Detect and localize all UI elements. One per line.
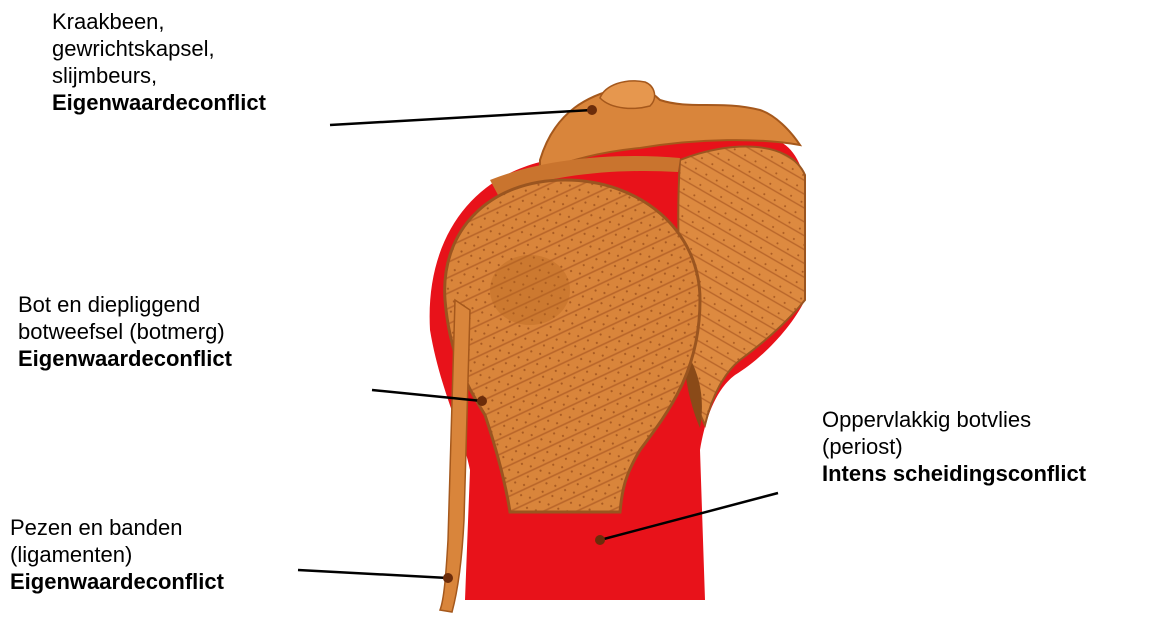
marker-dot-tendons (443, 573, 453, 583)
label-periosteum-line1: Oppervlakkig botvlies (822, 406, 1086, 433)
label-bone: Bot en diepliggend botweefsel (botmerg) … (18, 291, 232, 372)
label-bone-conflict: Eigenwaardeconflict (18, 345, 232, 372)
marker-dot-periosteum (595, 535, 605, 545)
leader-line-tendons (298, 570, 448, 578)
label-bone-line2: botweefsel (botmerg) (18, 318, 232, 345)
label-tendons-conflict: Eigenwaardeconflict (10, 568, 224, 595)
label-tendons-line1: Pezen en banden (10, 514, 224, 541)
label-tendons-line2: (ligamenten) (10, 541, 224, 568)
label-cartilage: Kraakbeen, gewrichtskapsel, slijmbeurs, … (52, 8, 266, 116)
label-cartilage-line2: gewrichtskapsel, (52, 35, 266, 62)
label-cartilage-line1: Kraakbeen, (52, 8, 266, 35)
label-cartilage-conflict: Eigenwaardeconflict (52, 89, 266, 116)
marker-dot-bone (477, 396, 487, 406)
label-bone-line1: Bot en diepliggend (18, 291, 232, 318)
marker-dot-cartilage (587, 105, 597, 115)
label-periosteum: Oppervlakkig botvlies (periost) Intens s… (822, 406, 1086, 487)
label-tendons: Pezen en banden (ligamenten) Eigenwaarde… (10, 514, 224, 595)
label-periosteum-line2: (periost) (822, 433, 1086, 460)
label-cartilage-line3: slijmbeurs, (52, 62, 266, 89)
leader-line-cartilage (330, 110, 592, 125)
label-periosteum-conflict: Intens scheidingsconflict (822, 460, 1086, 487)
